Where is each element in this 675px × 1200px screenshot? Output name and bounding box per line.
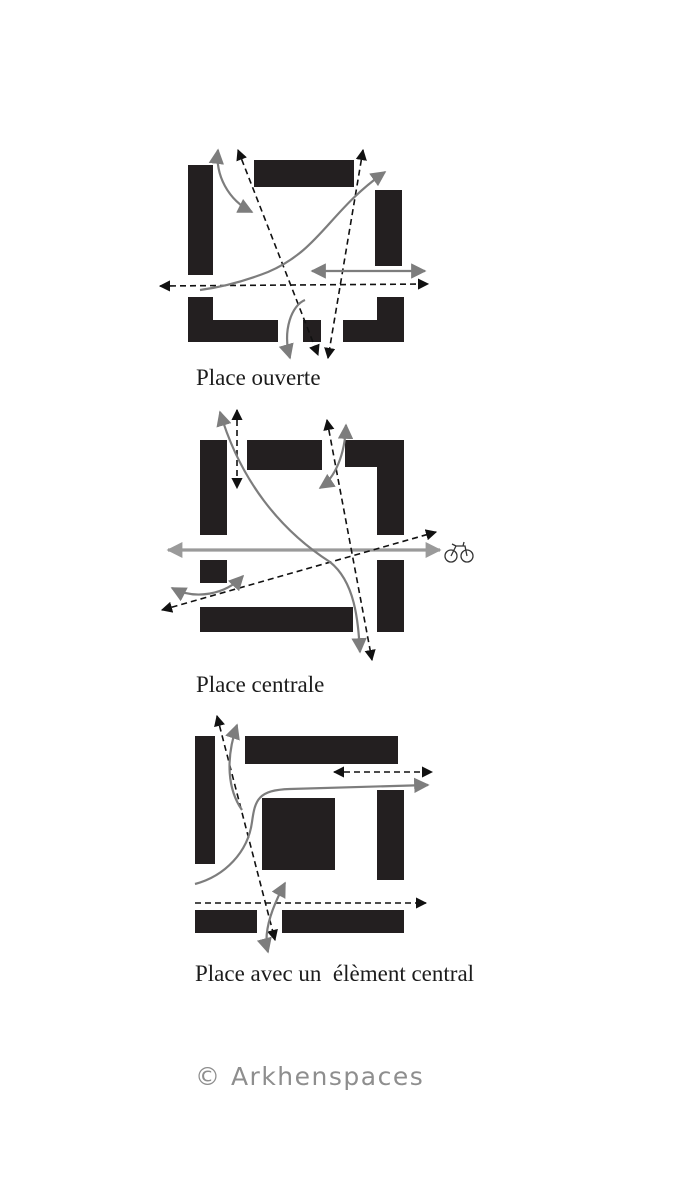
flow-arrow (170, 574, 245, 602)
building-block (245, 736, 398, 764)
place-centrale-drawing (160, 408, 474, 662)
place-element-central-drawing (194, 714, 434, 954)
pedestrian-path (236, 148, 320, 357)
flow-arrow (256, 881, 286, 954)
building-block (195, 736, 215, 864)
central-element (262, 798, 335, 870)
place-ouverte-drawing (158, 148, 430, 360)
flow-arrow (199, 171, 387, 292)
building-block (282, 910, 404, 933)
flow-arrow (318, 423, 354, 489)
caption-place-centrale: Place centrale (196, 672, 325, 697)
diagram-place-ouverte: Place ouverte (0, 0, 675, 400)
pedestrian-path (158, 278, 430, 292)
flow-arrow (208, 148, 254, 213)
diagram-place-element-central: Place avec un élèment central (194, 714, 475, 986)
flow-arrow (278, 298, 306, 360)
bicycle-icon (444, 541, 474, 563)
diagram-place-centrale: Place centrale (160, 408, 474, 697)
flow-arrow (194, 777, 430, 886)
building-block (195, 910, 257, 933)
flow-arrow (216, 410, 367, 654)
caption-place-ouverte: Place ouverte (196, 365, 321, 390)
copyright-credit: © Arkhenspaces (195, 1062, 425, 1091)
building-block (375, 190, 402, 266)
flow-arrow (225, 723, 243, 811)
building-block (377, 790, 404, 880)
pedestrian-path (324, 148, 367, 360)
caption-place-element-central: Place avec un élèment central (195, 961, 475, 986)
